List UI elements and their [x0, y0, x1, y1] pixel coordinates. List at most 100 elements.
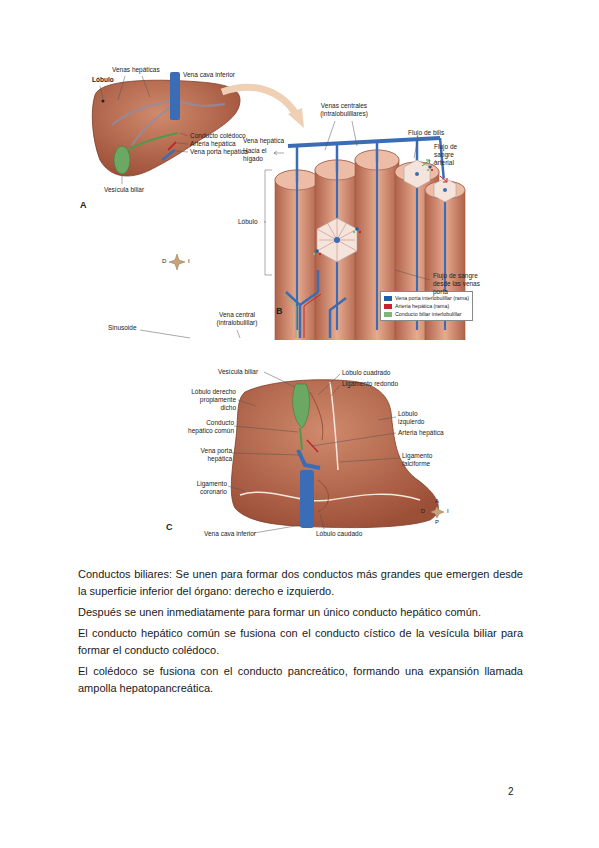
leader-lines-c	[378, 417, 396, 420]
cross-section	[415, 172, 419, 176]
part-label: Conducto colédoco	[190, 132, 246, 140]
legend-swatch	[384, 304, 392, 309]
part-label: Vena central (intralobulillar)	[208, 311, 266, 327]
leader-lines-c	[318, 374, 340, 395]
cross-section	[334, 237, 340, 243]
portal-vessels	[286, 270, 346, 338]
cross-section	[317, 218, 357, 262]
leader-lines-c	[320, 514, 324, 529]
leader-lines-b	[140, 330, 190, 338]
compass-b	[169, 254, 185, 270]
leader-lines-b	[265, 170, 272, 275]
compass-letter: I	[447, 508, 449, 515]
flow-arrows	[426, 160, 430, 164]
liver-c	[300, 428, 302, 450]
liver-a	[162, 150, 175, 160]
cross-section	[317, 160, 456, 262]
part-label: Sinusoide	[108, 324, 137, 332]
part-label: Vena porta hepática	[190, 148, 248, 156]
part-label: Hacia el hígado	[243, 147, 273, 163]
liver-c	[298, 450, 320, 468]
part-label: Flujo de bilis	[408, 129, 444, 137]
leader-lines-a	[180, 133, 188, 136]
portal-triads	[427, 169, 429, 171]
legend-text: Conducto biliar interlobulillar	[395, 310, 462, 318]
legend-row: Vena porta interlobulillar (rama)	[384, 294, 469, 302]
part-label: Lóbulo cuadrado	[342, 369, 390, 377]
compass-letter: I	[188, 258, 190, 265]
compass-letter: D	[421, 508, 425, 515]
leader-lines-c	[254, 525, 301, 533]
leader-lines-b	[395, 270, 430, 280]
liver-a	[102, 100, 105, 103]
panel-letter: A	[80, 200, 87, 211]
portal-triads	[355, 227, 359, 231]
liver-c	[300, 470, 314, 528]
flow-arrows	[443, 178, 447, 182]
leader-lines-a	[177, 143, 188, 144]
leader-lines-c	[312, 433, 396, 446]
legend-row: Arteria hepática (rama)	[384, 302, 469, 310]
cross-section	[434, 178, 456, 202]
leader-lines-c	[234, 426, 298, 432]
part-label: Vesícula biliar	[218, 368, 258, 376]
part-label: Lóbulo derecho propiamente dicho	[188, 388, 236, 411]
leader-lines-b	[237, 330, 240, 338]
magnify-arrow	[222, 87, 296, 114]
body-paragraph: Después se unen inmediatamente para form…	[78, 604, 523, 621]
magnify-arrow	[288, 108, 304, 128]
liver-c	[310, 392, 323, 440]
liver-c	[240, 492, 420, 501]
part-label: Lóbulo	[92, 76, 114, 84]
body-paragraph: El conducto hepático común se fusiona co…	[78, 625, 523, 659]
leader-lines-c	[228, 486, 245, 491]
portal-vessels	[283, 270, 346, 338]
part-label: Venas hepáticas	[112, 66, 160, 74]
leader-lines-c	[264, 372, 295, 387]
compass-letter: D	[162, 258, 166, 265]
liver-a	[168, 142, 176, 150]
part-label: Venas centrales (intralobulillares)	[315, 102, 373, 118]
leader-lines-b	[414, 138, 418, 158]
cross-section	[443, 188, 447, 192]
liver-c	[318, 480, 329, 512]
body-paragraph: Conductos biliares: Se unen para formar …	[78, 566, 523, 600]
leader-lines-b	[352, 121, 357, 146]
part-label: Conducto hepático común	[188, 419, 234, 435]
leader-lines-b	[274, 151, 277, 155]
part-label: Vena cava inferior	[204, 530, 256, 538]
portal-triads	[319, 253, 321, 255]
panel-letter: C	[166, 522, 173, 533]
legend-text: Vena porta interlobulillar (rama)	[395, 294, 469, 302]
compass-c	[430, 506, 444, 518]
leader-lines-a	[100, 86, 103, 99]
legend-swatch	[384, 312, 392, 317]
legend-box: Vena porta interlobulillar (rama)Arteria…	[380, 291, 473, 321]
compass-letter: P	[435, 519, 439, 526]
liver-a	[128, 133, 178, 150]
portal-triads	[315, 249, 319, 253]
panel-letter: B	[276, 306, 283, 317]
portal-triads	[353, 231, 355, 233]
part-label: Flujo de sangre arterial	[434, 143, 474, 166]
part-label: Ligamento coronario	[181, 480, 227, 496]
page-number: 2	[508, 786, 514, 798]
liver-a	[114, 146, 130, 174]
body-paragraph: El colédoco se fusiona con el conducto p…	[78, 663, 523, 697]
part-label: Vena hepática	[243, 137, 284, 145]
leader-lines-c	[232, 453, 299, 455]
leader-lines-b	[274, 153, 284, 154]
part-label: Vena cava inferior	[183, 71, 235, 79]
cross-section	[317, 218, 357, 262]
lobules-b	[275, 170, 319, 340]
leader-lines-c	[331, 385, 340, 396]
hepatic-vein	[288, 138, 445, 192]
part-label: Lóbulo caudado	[316, 530, 362, 538]
portal-triads	[313, 165, 433, 255]
leader-lines-a	[118, 76, 125, 100]
part-label: Flujo de sangre desde las venas porta	[433, 272, 483, 295]
portal-triads	[359, 231, 361, 233]
leader-lines-c	[339, 458, 400, 462]
